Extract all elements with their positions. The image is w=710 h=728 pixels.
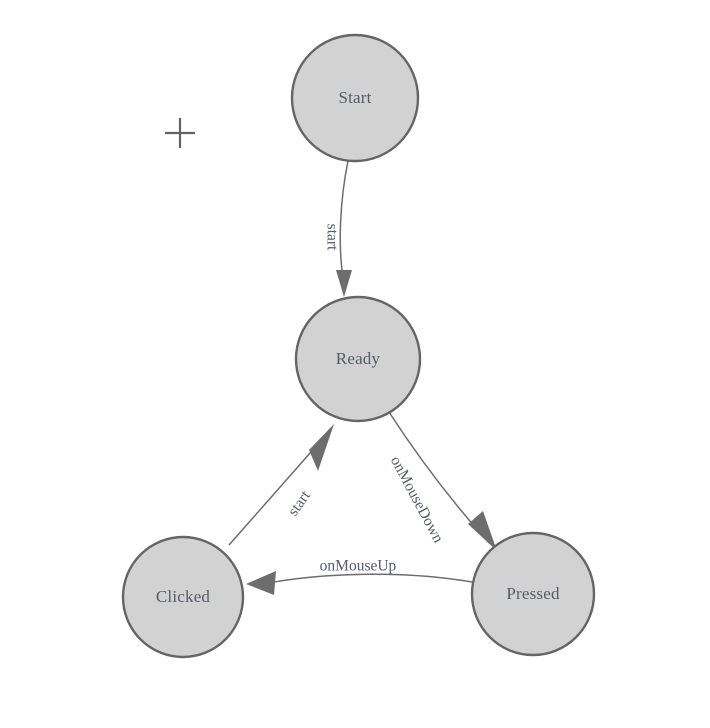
node-start-label: Start <box>338 88 371 107</box>
edge-start-to-ready-path[interactable] <box>339 160 349 278</box>
edge-pressed-to-clicked[interactable]: onMouseUp <box>246 558 473 595</box>
edge-label-clicked-to-ready: start <box>285 487 315 519</box>
edge-label-ready-to-pressed: onMouseDown <box>387 453 447 546</box>
node-ready-label: Ready <box>336 349 381 368</box>
node-clicked-circle[interactable] <box>121 535 245 659</box>
edge-label-pressed-to-clicked: onMouseUp <box>320 558 397 575</box>
node-clicked-label: Clicked <box>156 587 211 606</box>
edge-clicked-to-ready[interactable]: start <box>228 424 334 546</box>
node-clicked[interactable]: Clicked <box>121 535 245 659</box>
edge-ready-to-pressed-arrowhead <box>468 511 497 551</box>
edge-start-to-ready-arrowhead <box>336 270 352 297</box>
node-pressed-circle[interactable] <box>470 531 596 657</box>
node-pressed[interactable]: Pressed <box>470 531 596 657</box>
node-start-circle[interactable] <box>290 33 420 163</box>
node-start[interactable]: Start <box>290 33 420 163</box>
edge-start-to-ready[interactable]: start <box>323 160 352 297</box>
node-ready[interactable]: Ready <box>294 295 422 423</box>
edge-clicked-to-ready-arrowhead <box>309 424 334 471</box>
crosshair-icon <box>165 118 195 148</box>
edge-clicked-to-ready-path[interactable] <box>228 443 319 546</box>
edge-pressed-to-clicked-path[interactable] <box>262 573 473 585</box>
edge-label-start-to-ready: start <box>323 224 340 251</box>
edge-pressed-to-clicked-arrowhead <box>246 571 276 595</box>
node-ready-circle[interactable] <box>294 295 422 423</box>
node-pressed-label: Pressed <box>506 584 560 603</box>
edge-ready-to-pressed[interactable]: onMouseDown <box>387 411 497 551</box>
